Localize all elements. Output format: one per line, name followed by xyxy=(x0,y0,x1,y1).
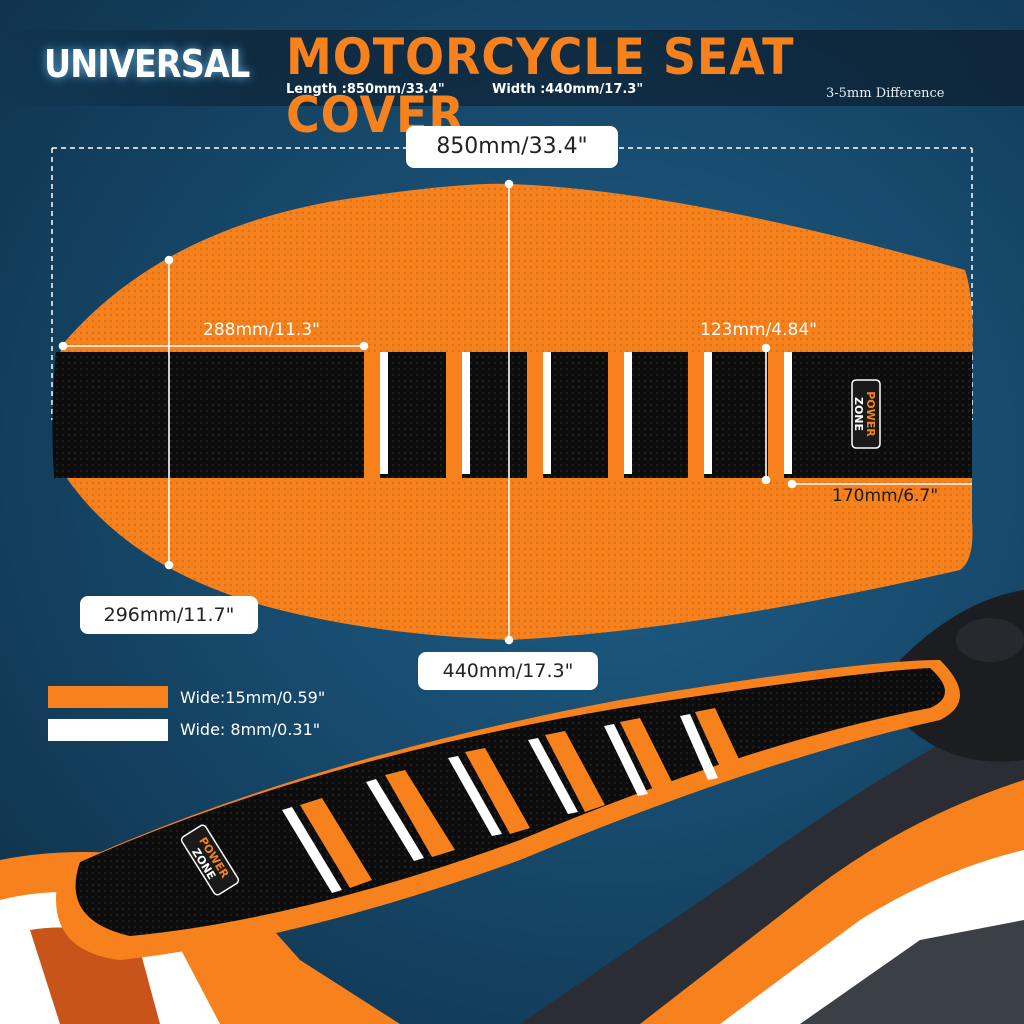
front-width-label: 296mm/11.7" xyxy=(80,596,258,634)
rear-length-label: 170mm/6.7" xyxy=(832,486,939,506)
dimension-lines xyxy=(58,179,972,645)
ribs xyxy=(364,352,792,478)
width-spec: Width :440mm/17.3" xyxy=(492,82,644,97)
white-rib-swatch xyxy=(48,719,168,741)
svg-text:POWER: POWER xyxy=(864,391,877,437)
total-width-label: 440mm/17.3" xyxy=(418,652,598,690)
orange-rib-swatch xyxy=(48,686,168,708)
front-length-label: 288mm/11.3" xyxy=(203,320,320,340)
white-rib-label: Wide: 8mm/0.31" xyxy=(180,720,321,739)
universal-title: UNIVERSAL xyxy=(44,42,250,86)
header-band xyxy=(0,30,1024,106)
powerzone-logo: POWER ZONE xyxy=(851,379,881,449)
length-spec: Length :850mm/33.4" xyxy=(286,82,445,97)
motorcycle-image: POWER ZONE xyxy=(0,590,1024,1024)
difference-note: 3-5mm Difference xyxy=(826,86,945,101)
rear-section-label: 123mm/4.84" xyxy=(700,320,817,340)
total-length-label: 850mm/33.4" xyxy=(406,126,618,168)
orange-rib-label: Wide:15mm/0.59" xyxy=(180,688,326,707)
product-title: MOTORCYCLE SEAT COVER xyxy=(286,28,795,144)
svg-text:ZONE: ZONE xyxy=(852,397,865,431)
